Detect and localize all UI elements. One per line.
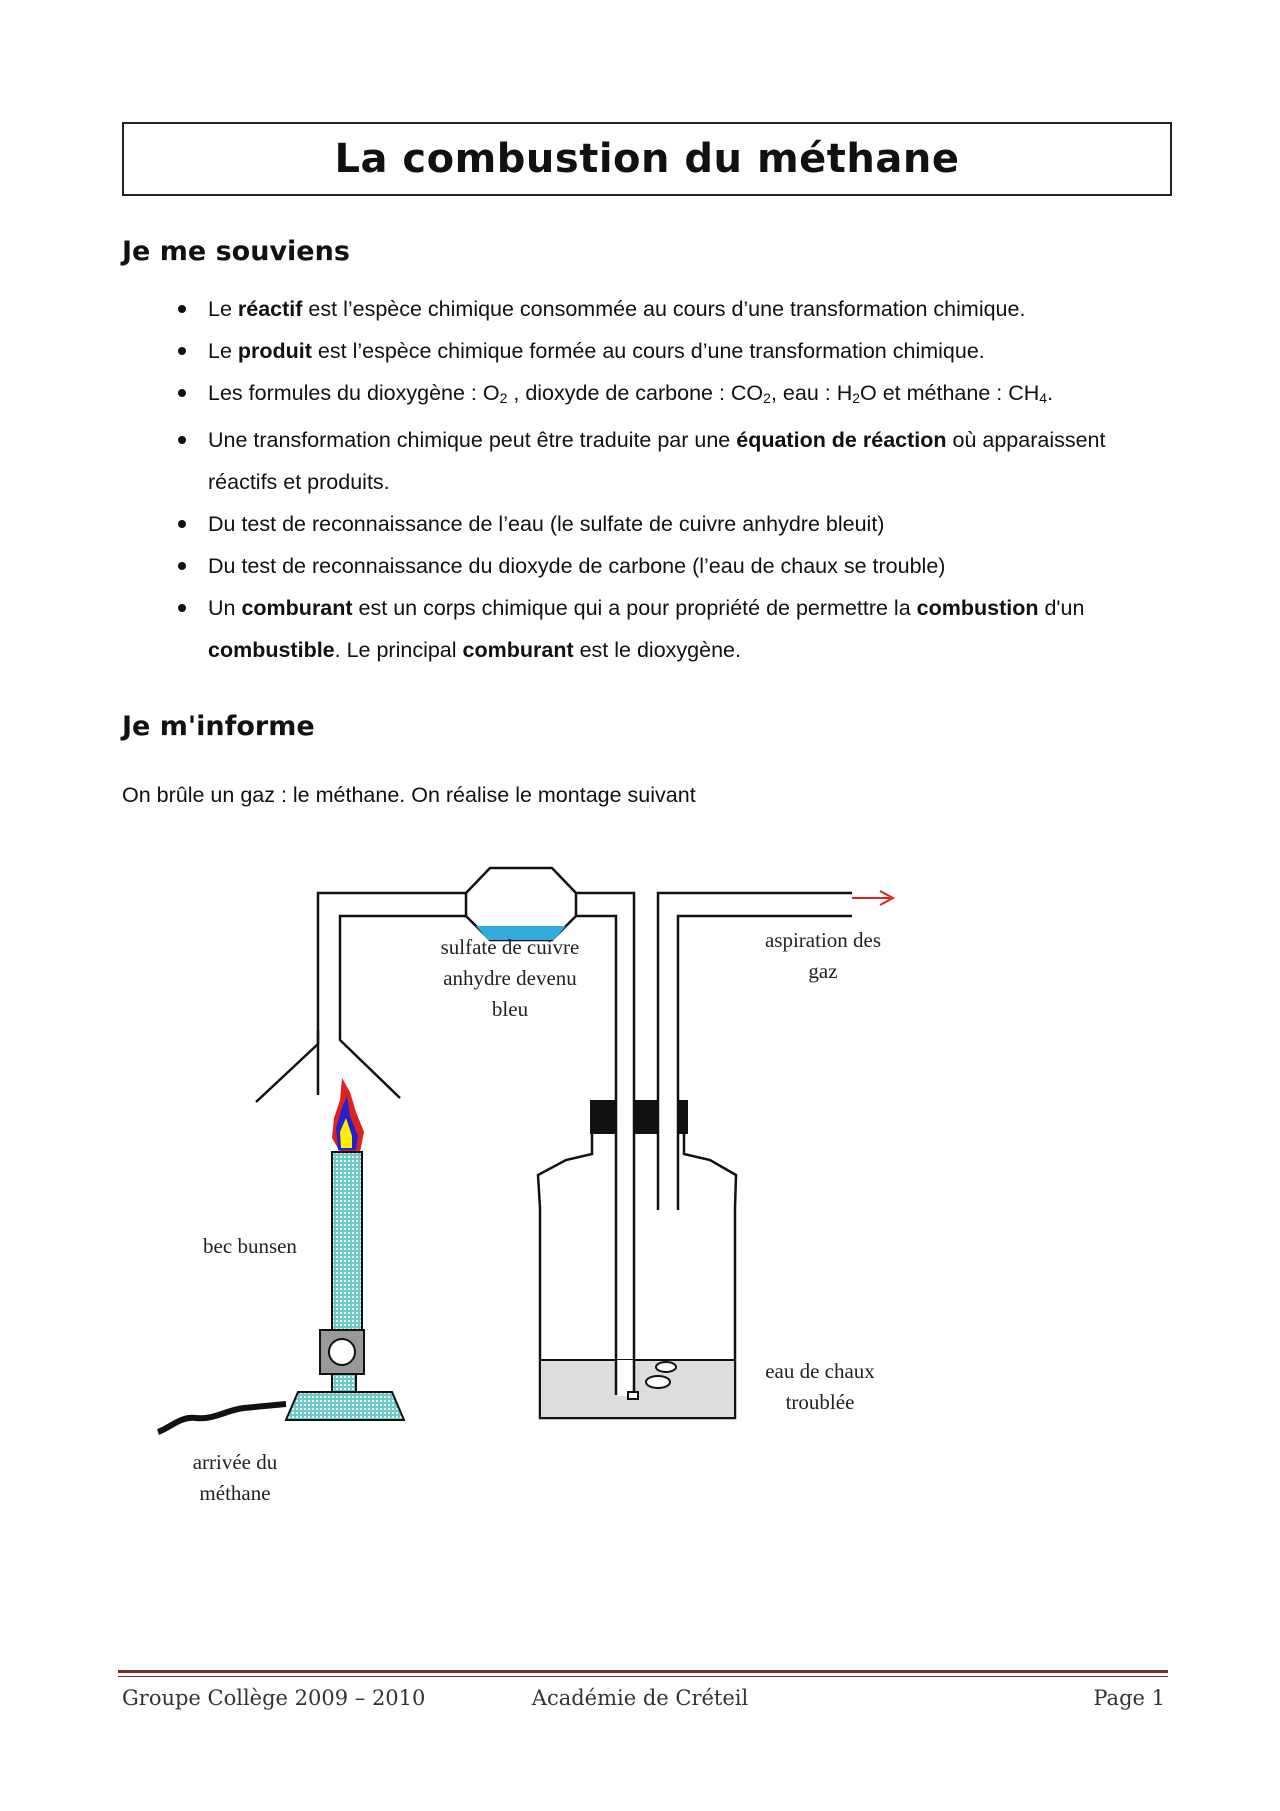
label-bec-bunsen: bec bunsen [203,1234,297,1258]
bullet-list: Le réactif est l’espèce chimique consomm… [178,288,1158,671]
funnel-right [338,1030,401,1099]
label-aspiration-2: gaz [808,959,837,983]
page-title: La combustion du méthane [334,136,960,182]
flame-inner [340,1118,352,1148]
subscript: 2 [499,390,508,406]
section-heading-informe: Je m'informe [122,711,315,742]
text-run: est un corps chimique qui a pour proprié… [352,596,917,620]
bunsen-burner [156,1078,406,1435]
air-hole [328,1338,356,1366]
text-run: est le dioxygène. [573,638,741,662]
bullet-item: Le réactif est l’espèce chimique consomm… [178,288,1158,330]
bold-term: comburant [241,596,353,620]
footer-rule [118,1670,1168,1673]
bullet-item: Du test de reconnaissance du dioxyde de … [178,545,1158,587]
bold-term: équation de réaction [736,428,947,452]
text-run: . Le principal [334,638,463,662]
title-box: La combustion du méthane [122,122,1172,196]
lime-water [541,1360,734,1417]
subscript: 4 [1039,390,1048,406]
inlet-tube-outer [576,891,636,1395]
text-run: Du test de reconnaissance du dioxyde de … [208,554,946,578]
label-sulfate-1: sulfate de cuivre [441,935,580,959]
text-run: Les formules du dioxygène : O [208,381,500,405]
funnel-tube-inner [338,914,466,1030]
footer-rule-thin [118,1676,1168,1677]
burner-tube [331,1151,363,1331]
label-arrivee-1: arrivée du [193,1450,278,1474]
text-run: est l’espèce chimique consommée au cours… [302,297,1026,321]
inlet-tube-inner [576,914,618,1395]
text-run: Du test de reconnaissance de l’eau (le s… [208,512,885,536]
label-sulfate-2: anhydre devenu [443,966,577,990]
text-run: où apparaissent réactifs et produits. [208,428,1106,494]
text-run: , dioxyde de carbone : CO [507,381,764,405]
bubble [627,1391,639,1400]
text-run: Le [208,297,238,321]
bullet-item: Un comburant est un corps chimique qui a… [178,587,1158,671]
bold-term: combustion [916,596,1039,620]
text-run: d'un [1038,596,1085,620]
text-run: est l’espèce chimique formée au cours d’… [311,339,985,363]
text-run: . [1047,381,1054,405]
text-run: , eau : H [770,381,853,405]
section-heading-souviens: Je me souviens [122,236,350,267]
flask [536,1132,738,1420]
footer-right: Page 1 [1093,1686,1165,1710]
sulfate-blue [476,926,566,940]
burner-base [284,1391,406,1421]
text-run: Le [208,339,238,363]
label-sulfate-3: bleu [492,997,529,1021]
text-run: Une transformation chimique peut être tr… [208,428,737,452]
funnel-tube-outer [316,891,466,1095]
bold-term: combustible [208,638,335,662]
bullet-item: Du test de reconnaissance de l’eau (le s… [178,503,1158,545]
intro-text: On brûle un gaz : le méthane. On réalise… [122,783,696,807]
label-arrivee-2: méthane [199,1481,270,1505]
footer-left: Groupe Collège 2009 – 2010 [122,1686,426,1710]
funnel-left [255,1030,320,1103]
subscript: 2 [852,390,861,406]
bold-term: réactif [237,297,303,321]
bubble [645,1375,671,1389]
bold-term: produit [237,339,312,363]
bold-term: comburant [462,638,574,662]
bubble [655,1361,677,1373]
label-eau-chaux-2: troublée [786,1390,855,1414]
gas-hose [156,1401,287,1435]
label-eau-chaux-1: eau de chaux [765,1359,875,1383]
footer-center: Académie de Créteil [531,1686,749,1710]
text-run: O et méthane : CH [860,381,1040,405]
bullet-item: Le produit est l’espèce chimique formée … [178,330,1158,372]
subscript: 2 [763,390,771,406]
aspiration-arrow [852,890,896,906]
bullet-item: Les formules du dioxygène : O2 , dioxyde… [178,372,1158,419]
label-aspiration-1: aspiration des [765,928,881,952]
text-run: Un [208,596,242,620]
burner-neck [331,1373,357,1393]
bullet-item: Une transformation chimique peut être tr… [178,419,1158,503]
